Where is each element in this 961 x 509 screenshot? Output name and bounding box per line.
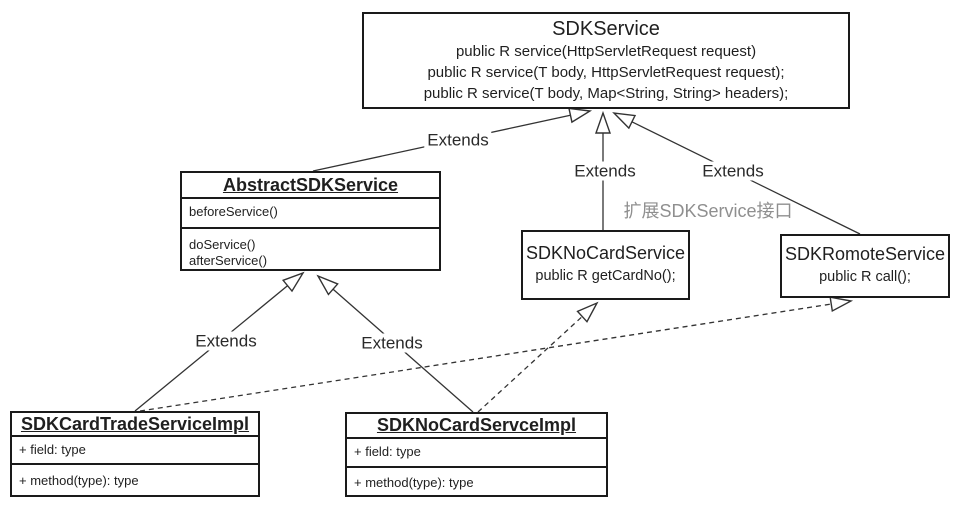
field-row: + field: type — [19, 442, 86, 457]
extends-label-romoteservice-to-sdkservice: Extends — [699, 161, 767, 181]
class-box-sdkservice: SDKService public R service(HttpServletR… — [362, 12, 850, 109]
annotation-extend-sdkservice-interface: 扩展SDKService接口 — [623, 201, 793, 221]
class-title-sdkcardtradeserviceimpl: SDKCardTradeServiceImpl — [20, 414, 250, 434]
method-signature: beforeService() — [189, 204, 278, 219]
method-signature: public R service(T body, HttpServletRequ… — [427, 64, 785, 81]
class-box-sdknocardservice: SDKNoCardService public R getCardNo(); — [521, 230, 690, 300]
method-signature: public R service(T body, Map<String, Str… — [423, 85, 789, 102]
class-title-sdkromoteservice: SDKRomoteService — [784, 244, 946, 264]
method-row: + method(type): type — [19, 473, 139, 488]
class-title-sdknocardservceimpl: SDKNoCardServceImpl — [376, 415, 577, 435]
method-signature: public R service(HttpServletRequest requ… — [455, 43, 757, 60]
method-signature: public R getCardNo(); — [535, 268, 676, 284]
field-row: + field: type — [354, 444, 421, 459]
extends-label-cardtradeimpl-to-abstract: Extends — [192, 331, 260, 351]
method-row: + method(type): type — [354, 475, 474, 490]
method-signature: afterService() — [189, 253, 268, 268]
class-box-sdkcardtradeserviceimpl: SDKCardTradeServiceImpl + field: type + … — [10, 411, 260, 497]
class-title-abstractsdkservice: AbstractSDKService — [222, 175, 399, 195]
extends-label-nocardservice-to-sdkservice: Extends — [571, 161, 639, 181]
implements-arrow-sdknocardservceimpl-to-sdknocardservice — [477, 301, 599, 413]
class-box-sdkromoteservice: SDKRomoteService public R call(); — [780, 234, 950, 298]
method-signature: public R call(); — [819, 269, 911, 285]
class-title-sdknocardservice: SDKNoCardService — [525, 243, 686, 263]
class-box-abstractsdkservice: AbstractSDKService beforeService() doSer… — [180, 171, 441, 271]
class-title-sdkservice: SDKService — [552, 18, 660, 40]
extends-label-abstract-to-sdkservice: Extends — [424, 130, 492, 150]
implements-arrow-sdkcardtradeserviceimpl-to-sdkromoteservice — [139, 296, 854, 412]
class-box-sdknocardservceimpl: SDKNoCardServceImpl + field: type + meth… — [345, 412, 608, 497]
extends-label-nocardimpl-to-abstract: Extends — [358, 333, 426, 353]
method-signature: doService() — [189, 237, 256, 252]
